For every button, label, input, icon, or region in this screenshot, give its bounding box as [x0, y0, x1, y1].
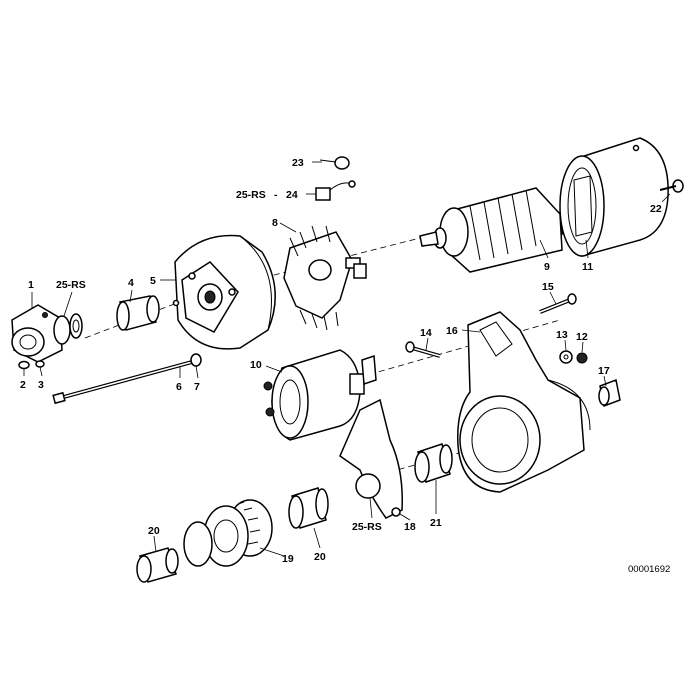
callout-9: 9: [544, 261, 550, 273]
part-13-washer[interactable]: [559, 350, 573, 364]
callout-25-rs-a: 25-RS: [56, 279, 86, 291]
part-17-bushing[interactable]: [598, 378, 621, 408]
part-4-bushing[interactable]: [116, 295, 160, 331]
part-8-brush-plate[interactable]: [283, 225, 367, 331]
part-1-end-cap[interactable]: [11, 304, 63, 363]
part-19-pinion-drive[interactable]: [183, 499, 273, 567]
diagram-reference-number: 00001692: [628, 564, 670, 575]
callout-19: 19: [282, 553, 294, 565]
callout-14: 14: [420, 327, 432, 339]
callout-4: 4: [128, 277, 134, 289]
callout-3: 3: [38, 379, 44, 391]
callout-8: 8: [272, 217, 278, 229]
part-20-bushing-lower[interactable]: [136, 547, 179, 583]
part-23-spring[interactable]: [319, 156, 350, 170]
part-15-bolt[interactable]: [539, 293, 577, 314]
callout-21: 21: [430, 517, 442, 529]
callout-23: 23: [292, 157, 304, 169]
callout-22: 22: [650, 203, 662, 215]
callout-25-rs-c: 25-RS: [352, 521, 382, 533]
callout-11: 11: [582, 261, 593, 273]
part-22-screw[interactable]: [659, 179, 684, 193]
callout-7: 7: [194, 381, 200, 393]
callout-2: 2: [20, 379, 26, 391]
callout-15: 15: [542, 281, 554, 293]
part-7-washer[interactable]: [190, 353, 202, 367]
callout-1: 1: [28, 279, 34, 291]
callout-25-rs-b: 25-RS: [236, 189, 266, 201]
part-12-nut[interactable]: [576, 352, 588, 364]
callout-12: 12: [576, 331, 588, 343]
callout-13: 13: [556, 329, 568, 341]
part-16-drive-housing[interactable]: [457, 311, 591, 493]
callout-16: 16: [446, 325, 458, 337]
part-20-bushing-upper[interactable]: [288, 487, 329, 529]
callout-10: 10: [250, 359, 262, 371]
part-21-bushing[interactable]: [414, 443, 453, 483]
part-24-brush[interactable]: [315, 180, 356, 201]
part-6-through-bolt[interactable]: [52, 360, 193, 405]
callout-5: 5: [150, 275, 156, 287]
part-10-solenoid[interactable]: [263, 349, 377, 441]
callout-labels: 1 25-RS 4 5 2 3 6 7 23 25-RS - 24 8 9 11…: [20, 157, 662, 565]
callout-20-a: 20: [314, 551, 326, 563]
part-11-field-frame[interactable]: [559, 137, 669, 257]
part-18-shift-lever[interactable]: [339, 398, 403, 519]
part-2-3-screws[interactable]: [18, 360, 45, 370]
part-14-bolt[interactable]: [405, 341, 441, 358]
callout-17: 17: [598, 365, 610, 377]
part-5-end-housing[interactable]: [172, 234, 276, 350]
callout-18: 18: [404, 521, 416, 533]
callout-dash-24: -: [274, 189, 278, 201]
callout-20-b: 20: [148, 525, 160, 537]
part-9-armature[interactable]: [419, 187, 581, 273]
leader-lines: [23, 161, 671, 557]
callout-6: 6: [176, 381, 182, 393]
part-25-rs-rings[interactable]: [53, 313, 83, 345]
callout-24: 24: [286, 189, 298, 201]
